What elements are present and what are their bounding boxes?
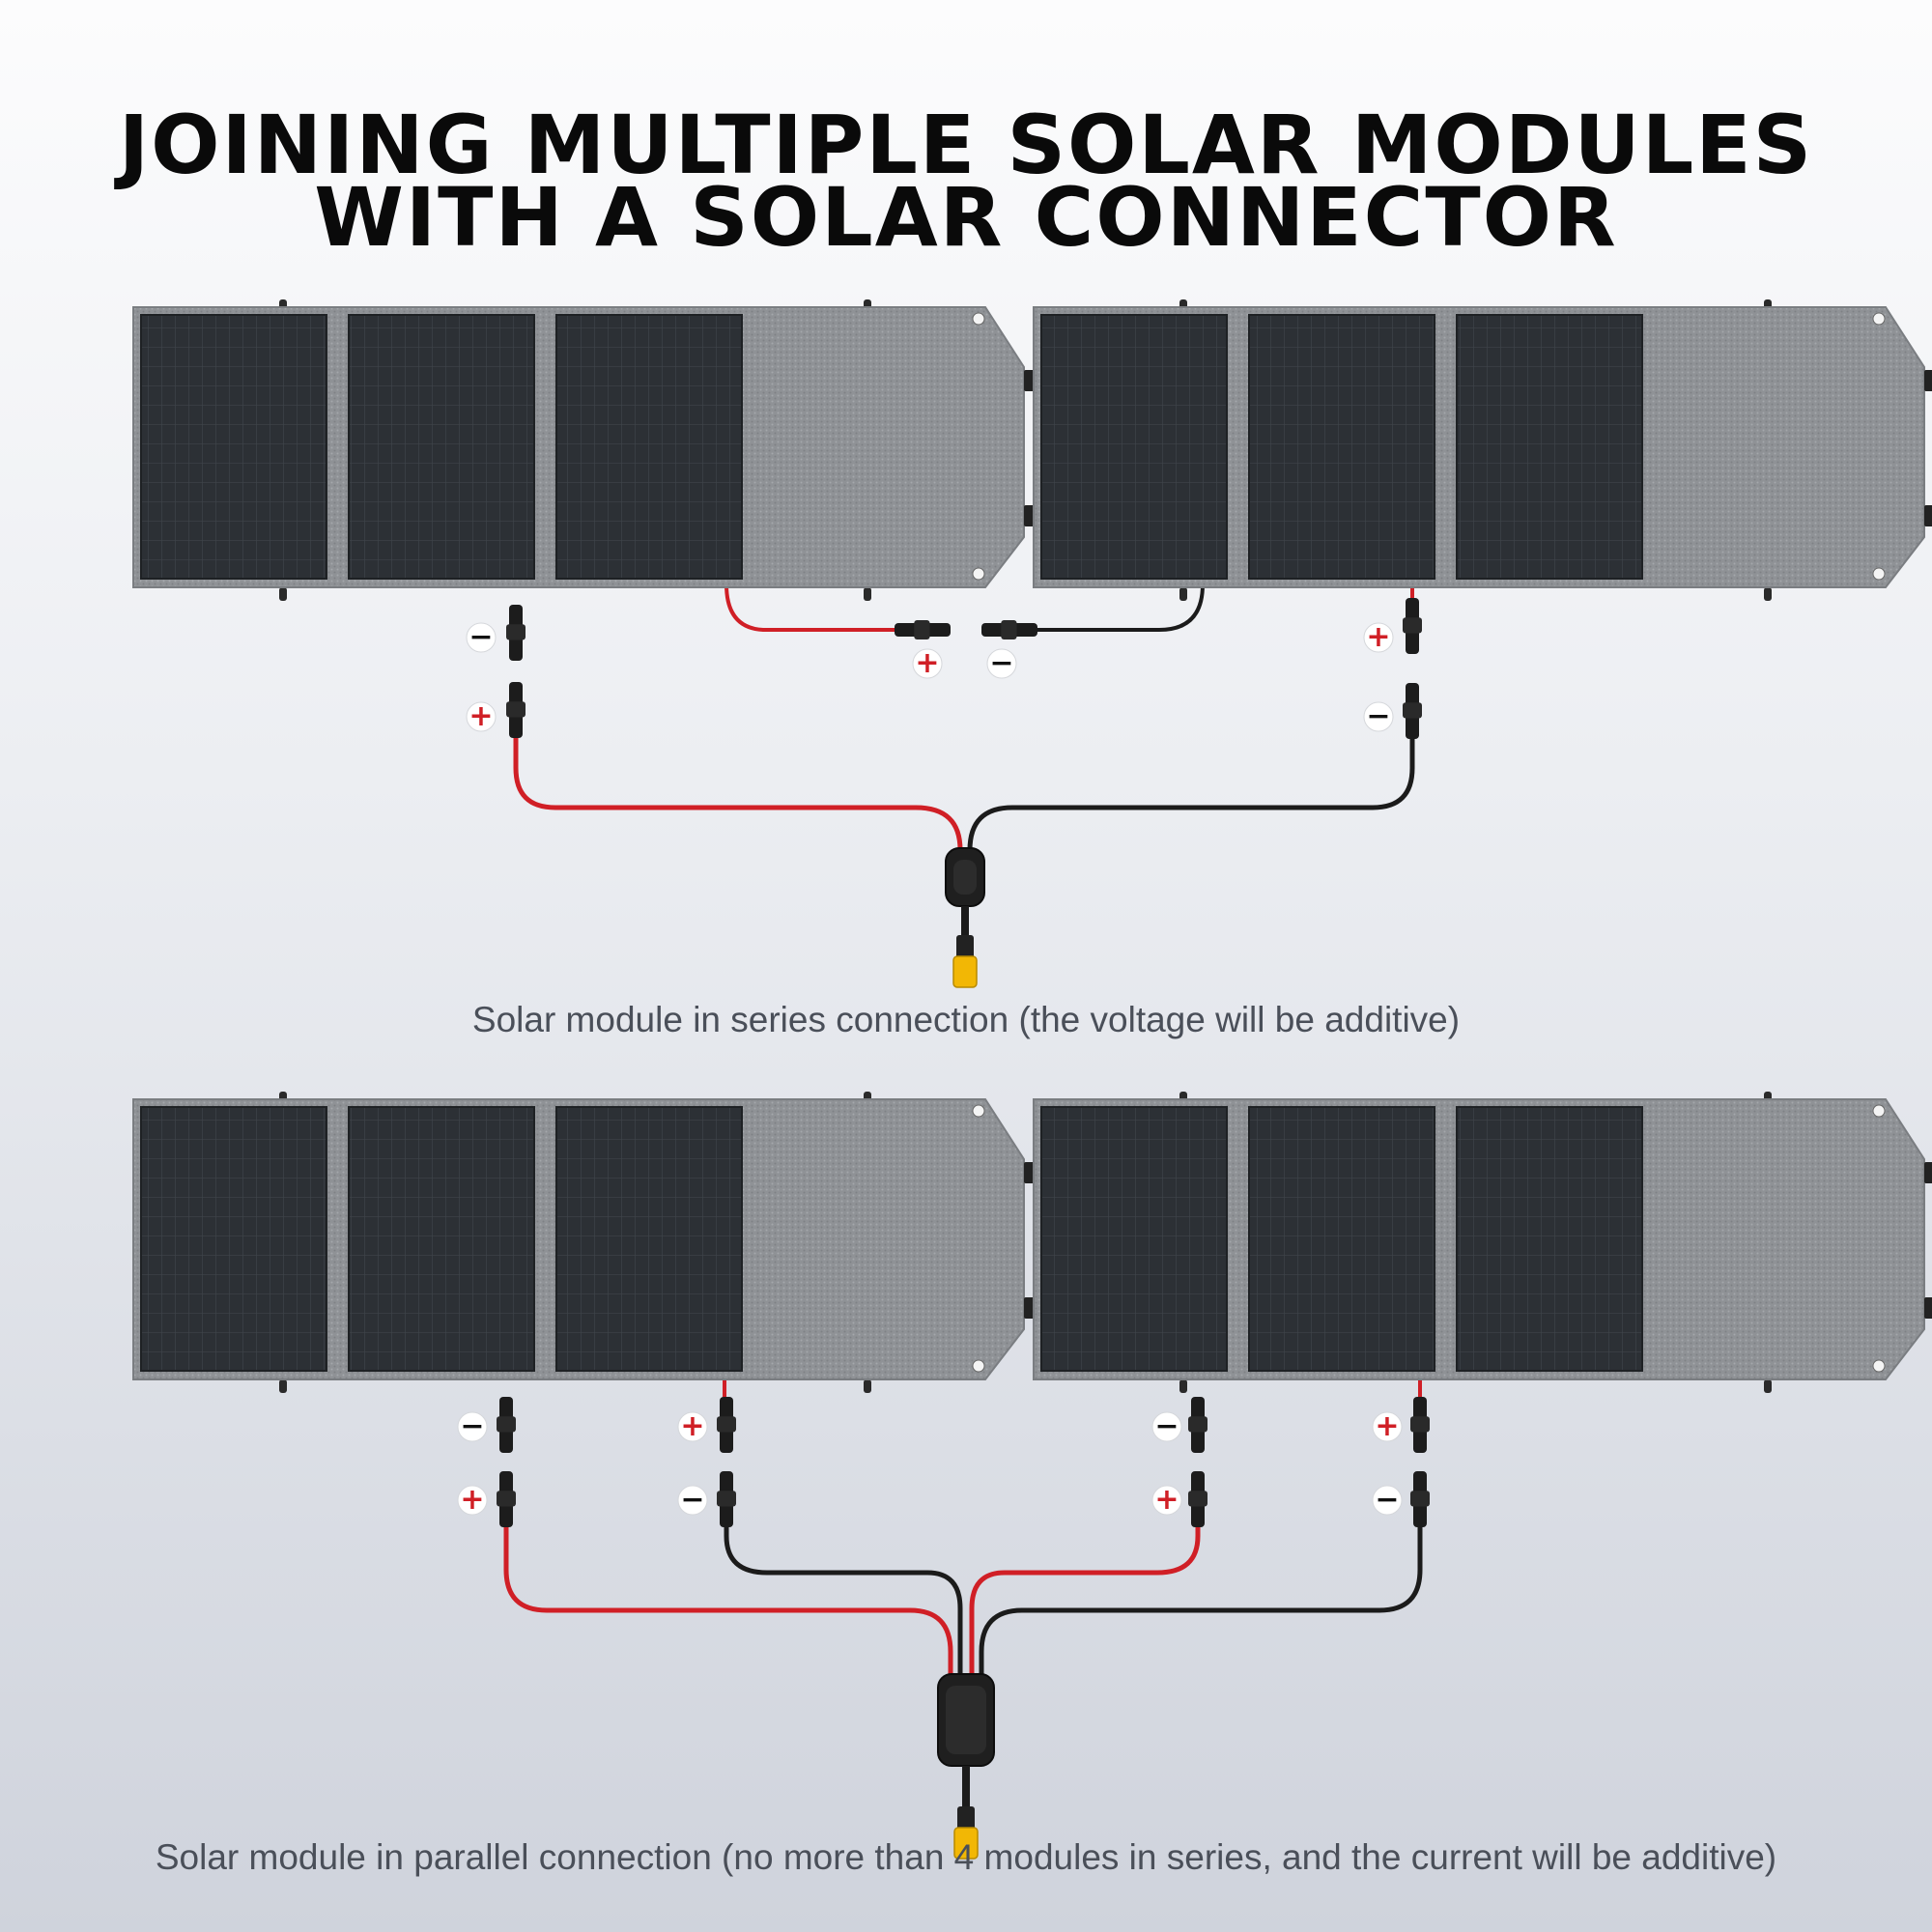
grommet [972,312,985,326]
hanging-loop [864,587,871,601]
series-panel-2 [1033,299,1932,601]
grommet [1872,1359,1886,1373]
svg-text:+: + [915,646,939,680]
series-output-negative-wire [967,736,1415,851]
series-output-negative-connector [1403,683,1422,739]
side-tab [1924,505,1932,526]
series-xt60-output [952,935,978,988]
svg-text:−: − [1154,1409,1179,1443]
hanging-loop [1764,1379,1772,1393]
parallel-badge-plus-2: + [677,1409,708,1443]
hanging-loop [1764,587,1772,601]
series-badge-plus-1: + [466,699,497,733]
parallel-panel1-positive-connector [717,1397,736,1453]
svg-text:+: + [1154,1483,1179,1517]
solar-cell-block [1456,314,1643,580]
parallel-output-negative-connector-1 [717,1471,736,1527]
parallel-badge-minus-2: − [677,1483,708,1517]
parallel-badge-minus-1: − [457,1409,488,1443]
parallel-output-positive-connector-1 [497,1471,516,1527]
side-tab [1924,1162,1932,1183]
grommet [1872,312,1886,326]
solar-cell-block [1248,1106,1435,1372]
series-panel1-negative-connector [506,605,526,661]
parallel-section [503,1378,1423,1676]
solar-cell-block [348,314,535,580]
series-branch-connector [945,847,985,950]
title-line-1: JOINING MULTIPLE SOLAR MODULES [118,98,1814,192]
series-jumper-positive-wire [724,583,900,632]
series-badge-plus-3: + [1363,620,1394,654]
hanging-loop [1179,1379,1187,1393]
parallel-panel-2 [1033,1092,1932,1393]
parallel-red-wire-1 [503,1526,953,1676]
parallel-red-wire-2 [969,1526,1201,1676]
svg-text:+: + [469,699,493,733]
series-jumper-negative-connector [981,620,1037,639]
series-section [513,583,1415,851]
series-output-positive-connector [506,682,526,738]
svg-text:+: + [460,1483,484,1517]
svg-text:−: − [989,646,1013,680]
grommet [1872,1104,1886,1118]
parallel-output-negative-connector-2 [1410,1471,1430,1527]
grommet [972,1359,985,1373]
parallel-badge-plus-4: + [1372,1409,1403,1443]
solar-cell-block [140,314,327,580]
series-caption: Solar module in series connection (the v… [471,1000,1461,1039]
svg-text:−: − [1375,1483,1399,1517]
svg-text:+: + [680,1409,704,1443]
svg-text:+: + [1375,1409,1399,1443]
hanging-loop [864,1379,871,1393]
series-badge-minus-2: − [986,646,1017,680]
svg-text:−: − [460,1409,484,1443]
solar-cell-block [140,1106,327,1372]
side-tab [1924,1297,1932,1319]
grommet [972,1104,985,1118]
parallel-black-wire-1 [724,1526,963,1676]
series-panel-1 [132,299,1041,601]
series-output-positive-wire [513,736,963,851]
parallel-branch-connector [937,1673,995,1809]
hanging-loop [279,587,287,601]
solar-cell-block [1040,1106,1228,1372]
parallel-xt60-output [953,1806,979,1860]
parallel-badge-minus-3: − [1151,1409,1182,1443]
parallel-output-positive-connector-2 [1188,1471,1208,1527]
svg-text:−: − [469,620,493,654]
solar-cell-block [1040,314,1228,580]
parallel-panel1-negative-connector [497,1397,516,1453]
parallel-badge-minus-4: − [1372,1483,1403,1517]
solar-cell-block [555,1106,743,1372]
parallel-panel2-positive-connector [1410,1397,1430,1453]
series-badge-plus-2: + [912,646,943,680]
parallel-badge-plus-1: + [457,1483,488,1517]
grommet [972,567,985,581]
grommet [1872,567,1886,581]
series-panel2-positive-connector [1403,598,1422,654]
svg-text:−: − [680,1483,704,1517]
solar-cell-block [1456,1106,1643,1372]
parallel-black-wire-2 [979,1526,1423,1676]
parallel-badge-plus-3: + [1151,1483,1182,1517]
solar-cell-block [348,1106,535,1372]
hanging-loop [1179,587,1187,601]
parallel-panel-1 [132,1092,1041,1393]
series-badge-minus-1: − [466,620,497,654]
parallel-panel2-negative-connector [1188,1397,1208,1453]
title-line-2: WITH A SOLAR CONNECTOR [314,170,1618,265]
parallel-caption: Solar module in parallel connection (no … [155,1837,1777,1877]
series-jumper-negative-wire [1030,583,1205,632]
svg-text:−: − [1366,699,1390,733]
hanging-loop [279,1379,287,1393]
series-badge-minus-3: − [1363,699,1394,733]
series-jumper-positive-connector [895,620,951,639]
solar-cell-block [555,314,743,580]
solar-cell-block [1248,314,1435,580]
side-tab [1924,370,1932,391]
svg-text:+: + [1366,620,1390,654]
